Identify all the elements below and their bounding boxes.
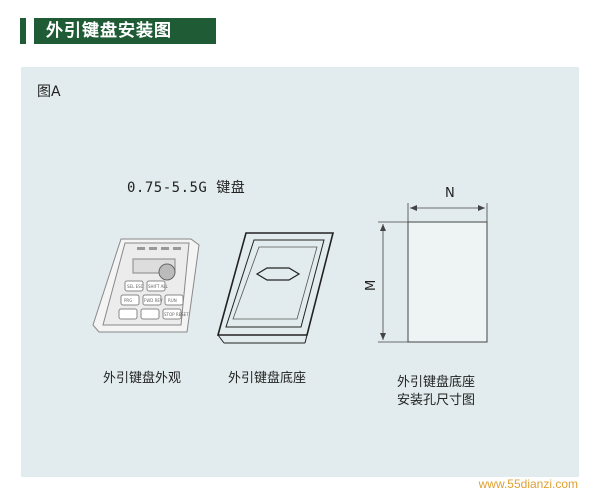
- keypad-key: [162, 308, 182, 320]
- figure-panel: 图A 0.75-5.5G 键盘 SEL ESC SHIFT ALL PRG: [21, 67, 579, 477]
- keypad-led: [149, 247, 157, 250]
- keypad-led: [161, 247, 169, 250]
- keypad-key-label: FWD REV: [144, 298, 163, 303]
- caption-cutout-line2: 安装孔尺寸图: [397, 393, 476, 408]
- keypad-key: [142, 294, 162, 306]
- cutout-dimension-drawing: N M: [364, 186, 488, 343]
- keypad-key-label: SEL ESC: [127, 284, 144, 289]
- header-accent-bar: [20, 18, 26, 44]
- keypad-key-label: SHIFT ALL: [148, 284, 169, 289]
- caption-cutout-dimensions: 外引键盘底座 安装孔尺寸图: [397, 374, 475, 410]
- keypad-key: [118, 308, 138, 320]
- page-title: 外引键盘安装图: [34, 18, 216, 44]
- keypad-key-label: STOP RESET: [164, 312, 189, 317]
- dimension-label-m: M: [364, 280, 379, 291]
- keypad-key: [120, 294, 140, 306]
- caption-cutout-line1: 外引键盘底座: [397, 375, 476, 390]
- keypad-key: [146, 280, 166, 292]
- keypad-led: [173, 247, 181, 250]
- cutout-rectangle: [407, 221, 488, 343]
- installation-drawing: SEL ESC SHIFT ALL PRG FWD REV RUN STOP R…: [92, 186, 488, 344]
- keypad-knob: [158, 263, 176, 281]
- caption-keypad-base: 外引键盘底座: [228, 371, 307, 386]
- watermark: www.55dianzi.com: [478, 477, 578, 491]
- keypad-key-label: PRG: [124, 298, 132, 303]
- keypad-key-label: RUN: [168, 298, 177, 303]
- model-label: 0.75-5.5G 键盘: [127, 180, 246, 196]
- caption-keypad-appearance: 外引键盘外观: [103, 371, 182, 386]
- dimension-label-n: N: [445, 186, 455, 201]
- keypad-key: [124, 280, 144, 292]
- figure-label: 图A: [37, 84, 61, 100]
- keypad-illustration: [92, 238, 200, 333]
- keypad-led: [137, 247, 145, 250]
- keypad-key: [164, 294, 184, 306]
- keypad-base-illustration: [216, 232, 335, 344]
- keypad-key: [140, 308, 160, 320]
